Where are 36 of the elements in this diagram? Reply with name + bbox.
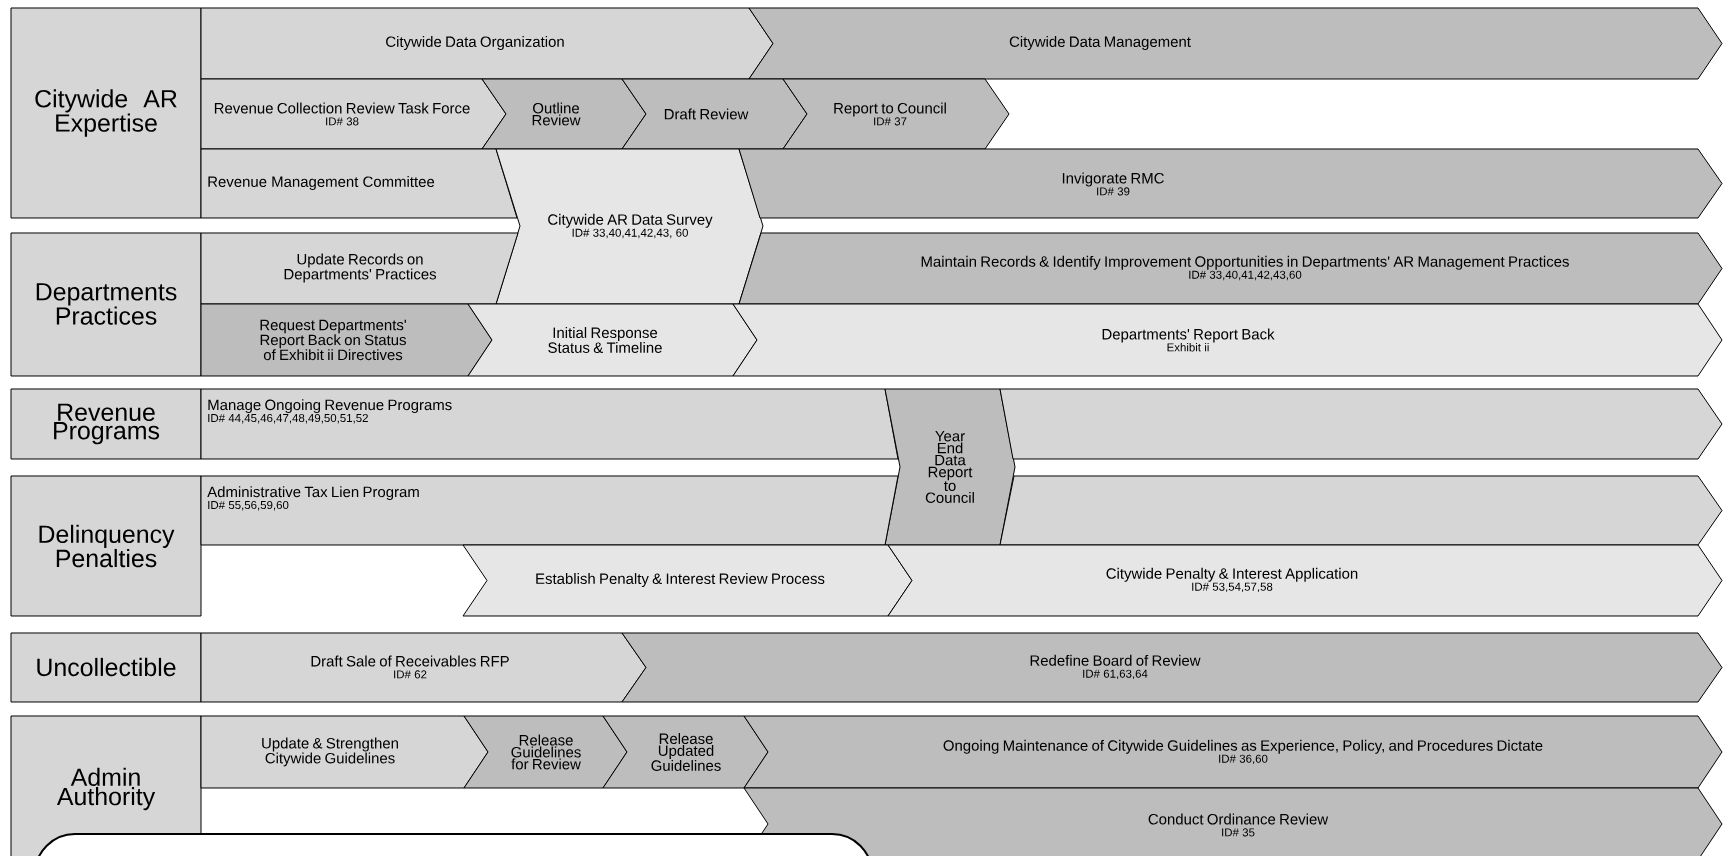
timeline-bar: Administrative Tax Lien Program ID# 55,56,59,60 [200,475,899,546]
timeline-bar: Release Guidelines for Review [463,715,628,789]
timeline-bar: Redefine Board of Review ID# 61,63,64 [621,632,1723,703]
row-header: Revenue Programs [10,388,202,460]
timeline-bar: Release Updated Guidelines [602,715,769,789]
node-label: Citywide Penalty & Interest Application [1106,567,1358,582]
node-label: Exhibit ii [1167,343,1209,352]
timeline-bar: Invigorate RMC ID# 39 [738,148,1723,219]
timeline-bar: Draft Review [621,78,808,150]
timeline-bar [999,388,1723,460]
node-label: ID# 36,60 [1219,754,1268,765]
timeline-bar: Year End Data Report to Council [884,388,1016,546]
timeline-bar: Citywide Penalty & Interest Application ID# 53,54,57,58 [887,544,1723,617]
row-header: Departments Practices [10,232,202,377]
timeline-bar: Revenue Management Committee [200,148,518,219]
node-label: ID# 53,54,57,58 [1192,582,1273,593]
timeline-bar: Report to Council ID# 37 [782,78,1010,150]
timeline-bar [999,475,1723,546]
timeline-bar: Initial Response Status & Timeline [467,303,758,377]
timeline-bar: Update & Strengthen Citywide Guidelines [200,715,489,789]
timeline-bar: Outline Review [481,78,647,150]
timeline-bar: Revenue Collection Review Task Force ID# 38 [200,78,507,150]
timeline-bar: Maintain Records & Identify Improvement Opportunities in Departments' AR Management Practices ID# 33,40,41,42,43,60 [738,232,1723,305]
row-header: Citywide AR Expertise [10,7,202,219]
timeline-bar: Conduct Ordinance Review ID# 35 [743,787,1723,856]
timeline-bar: Departments' Report Back Exhibit ii [732,303,1723,377]
timeline-bar: Update Records on Departments' Practices [200,232,519,305]
timeline-bar: Citywide Data Management [748,7,1723,80]
node-label: Departments' Report Back [1102,328,1275,343]
timeline-bar: Citywide Data Organization [200,7,774,80]
timeline-bar: Ongoing Maintenance of Citywide Guidelines as Experience, Policy, and Procedures Dictate ID# 36,60 [743,715,1723,789]
row-header: Uncollectible [10,632,202,703]
timeline-bar: Establish Penalty & Interest Review Process [462,544,913,617]
node-label: Ongoing Maintenance of Citywide Guidelines as Experience, Policy, and Procedures Dictate [943,739,1543,754]
row-header: Delinquency Penalties [10,475,202,617]
timeline-bar: Request Departments' Report Back on Status of Exhibit ii Directives [200,303,493,377]
